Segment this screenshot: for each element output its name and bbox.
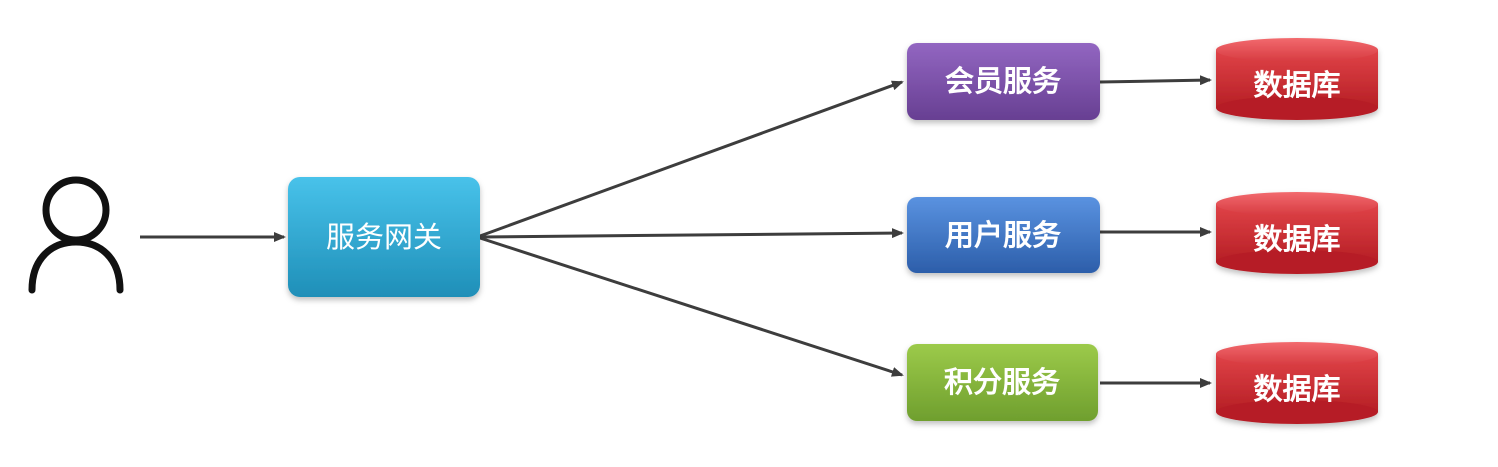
edge-gateway-to-user-service (479, 228, 904, 239)
gateway-label: 服务网关 (326, 220, 442, 254)
points-service-node[interactable]: 积分服务 (907, 344, 1098, 421)
edge-member-service-to-database (1099, 75, 1212, 86)
edge-gateway-to-member-service (479, 80, 904, 238)
edge-gateway-to-points-service (479, 236, 904, 377)
user-service-node[interactable]: 用户服务 (907, 197, 1100, 273)
database-node-1[interactable]: 数据库 (1216, 38, 1378, 120)
database-label: 数据库 (1253, 372, 1340, 406)
member-service-label: 会员服务 (945, 64, 1061, 98)
user-service-label: 用户服务 (945, 218, 1061, 252)
gateway-node[interactable]: 服务网关 (288, 177, 480, 297)
database-label: 数据库 (1253, 68, 1340, 102)
points-service-label: 积分服务 (944, 365, 1060, 399)
user-icon (28, 176, 124, 294)
database-node-2[interactable]: 数据库 (1216, 192, 1378, 274)
member-service-node[interactable]: 会员服务 (907, 43, 1100, 120)
database-label: 数据库 (1253, 222, 1340, 256)
database-node-3[interactable]: 数据库 (1216, 342, 1378, 424)
edges (140, 75, 1212, 388)
